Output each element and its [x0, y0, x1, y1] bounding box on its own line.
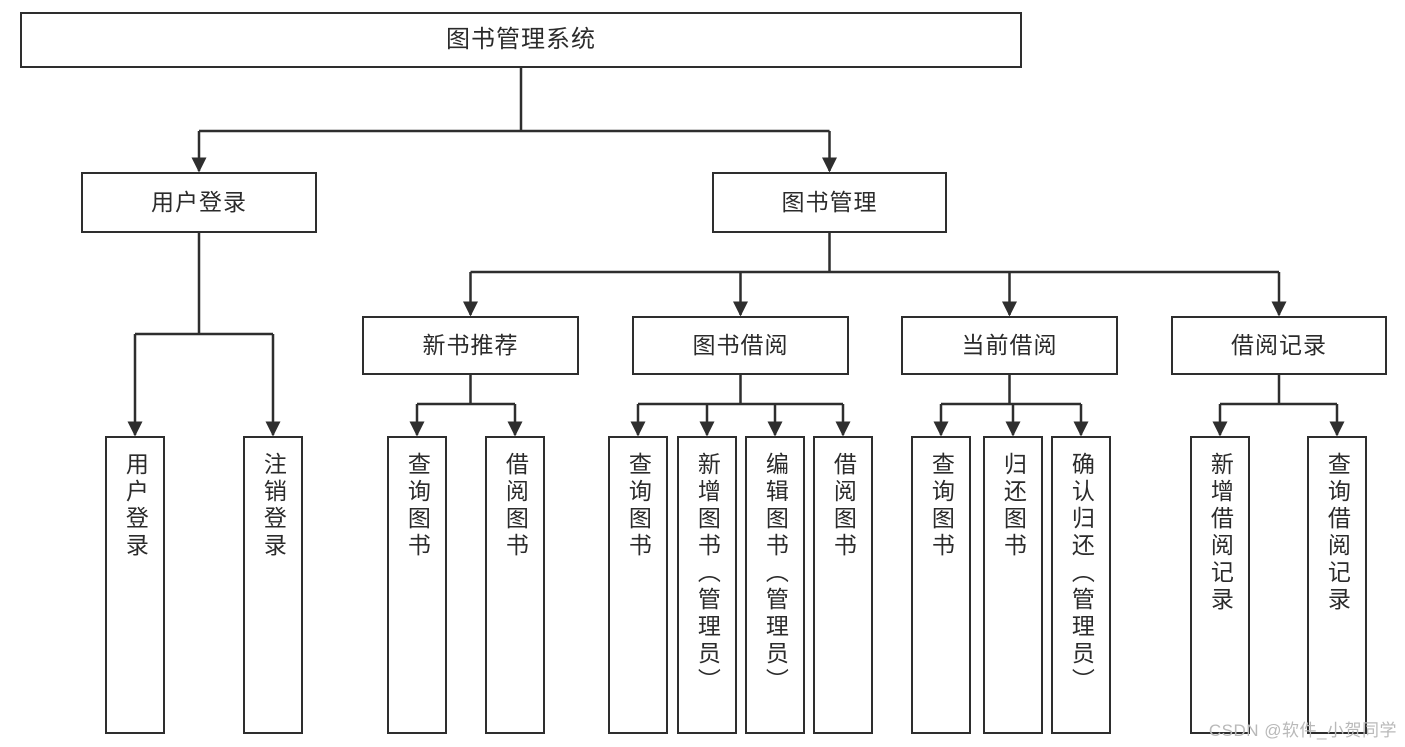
- node-leaf_borrow_book_2[interactable]: 借阅图书: [813, 436, 873, 734]
- node-leaf_edit_book[interactable]: 编辑图书（管理员）: [745, 436, 805, 734]
- node-leaf_confirm_ret[interactable]: 确认归还（管理员）: [1051, 436, 1111, 734]
- node-label-book_manage: 图书管理: [781, 189, 878, 216]
- node-leaf_query_book_2[interactable]: 查询图书: [608, 436, 668, 734]
- node-label-leaf_query_book_1: 查询图书: [404, 452, 431, 560]
- node-label-new_book_rec: 新书推荐: [422, 332, 519, 359]
- node-label-leaf_edit_book: 编辑图书（管理员）: [762, 452, 789, 695]
- node-root[interactable]: 图书管理系统: [20, 12, 1022, 68]
- node-label-leaf_query_record: 查询借阅记录: [1324, 452, 1351, 614]
- node-label-leaf_return_book: 归还图书: [1000, 452, 1027, 560]
- node-label-leaf_add_record: 新增借阅记录: [1207, 452, 1234, 614]
- node-leaf_borrow_book_1[interactable]: 借阅图书: [485, 436, 545, 734]
- node-book_manage[interactable]: 图书管理: [712, 172, 947, 233]
- node-label-leaf_add_book: 新增图书（管理员）: [694, 452, 721, 695]
- node-leaf_query_record[interactable]: 查询借阅记录: [1307, 436, 1367, 734]
- node-user_login[interactable]: 用户登录: [81, 172, 317, 233]
- node-leaf_add_book[interactable]: 新增图书（管理员）: [677, 436, 737, 734]
- node-leaf_user_login[interactable]: 用户登录: [105, 436, 165, 734]
- node-leaf_return_book[interactable]: 归还图书: [983, 436, 1043, 734]
- node-label-leaf_confirm_ret: 确认归还（管理员）: [1068, 452, 1095, 695]
- node-label-leaf_query_book_2: 查询图书: [625, 452, 652, 560]
- node-label-leaf_user_login: 用户登录: [122, 452, 149, 560]
- csdn-watermark: CSDN @软件_小贺同学: [1208, 721, 1397, 740]
- node-leaf_add_record[interactable]: 新增借阅记录: [1190, 436, 1250, 734]
- node-label-leaf_query_book_3: 查询图书: [928, 452, 955, 560]
- node-label-book_borrow: 图书借阅: [692, 332, 789, 359]
- node-label-leaf_borrow_book_2: 借阅图书: [830, 452, 857, 560]
- node-book_borrow[interactable]: 图书借阅: [632, 316, 849, 375]
- node-leaf_query_book_1[interactable]: 查询图书: [387, 436, 447, 734]
- node-label-borrow_record: 借阅记录: [1231, 332, 1327, 359]
- node-label-user_login: 用户登录: [151, 189, 247, 216]
- node-leaf_logout[interactable]: 注销登录: [243, 436, 303, 734]
- node-current_borrow[interactable]: 当前借阅: [901, 316, 1118, 375]
- node-label-leaf_logout: 注销登录: [260, 452, 287, 560]
- node-borrow_record[interactable]: 借阅记录: [1171, 316, 1387, 375]
- node-new_book_rec[interactable]: 新书推荐: [362, 316, 579, 375]
- node-leaf_query_book_3[interactable]: 查询图书: [911, 436, 971, 734]
- node-label-root: 图书管理系统: [446, 26, 596, 53]
- node-label-current_borrow: 当前借阅: [961, 332, 1058, 359]
- node-label-leaf_borrow_book_1: 借阅图书: [502, 452, 529, 560]
